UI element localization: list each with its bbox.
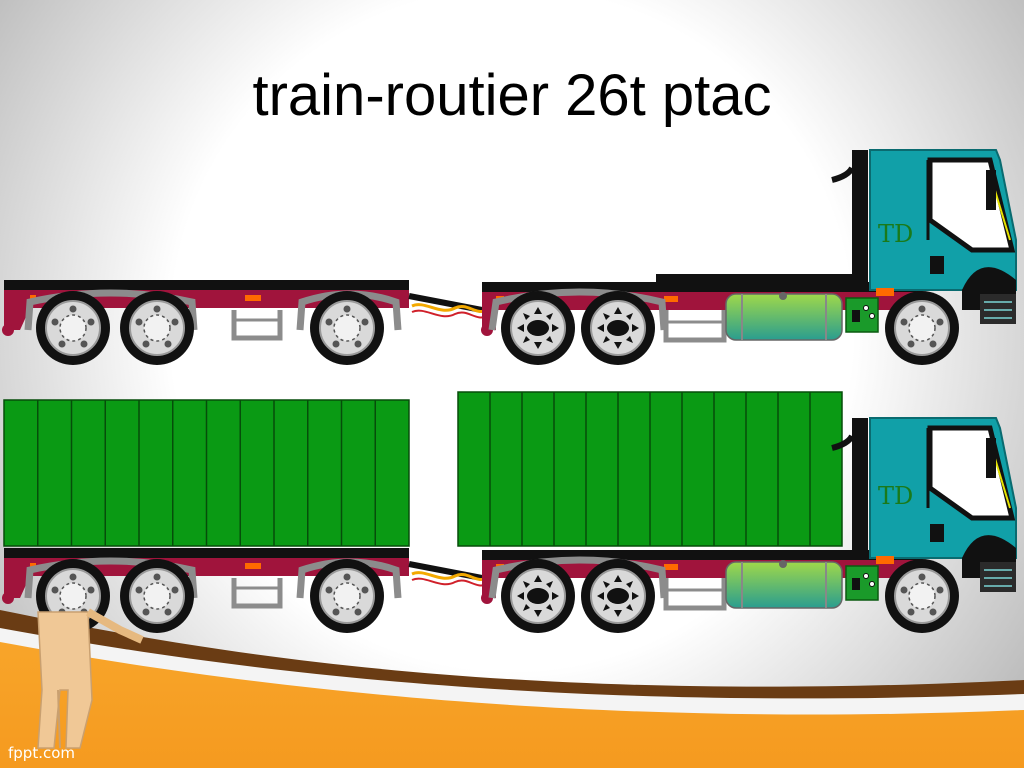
tractor-empty: TD [481, 150, 1016, 365]
tractor-loaded: TD [457, 391, 1016, 633]
container-tractor [457, 391, 843, 547]
footer-brand: fppt.com [8, 744, 76, 762]
container-trailer [3, 399, 410, 547]
person-figure [37, 608, 144, 749]
slide-title: train-routier 26t ptac [252, 63, 772, 128]
truck-empty: TD [2, 150, 1016, 365]
truck-loaded: TD [2, 391, 1016, 633]
cab-label-loaded: TD [878, 482, 913, 510]
cab-label: TD [878, 220, 913, 248]
floor-orange [0, 642, 1024, 768]
trailer-loaded [2, 399, 488, 633]
trailer-empty [2, 280, 488, 365]
